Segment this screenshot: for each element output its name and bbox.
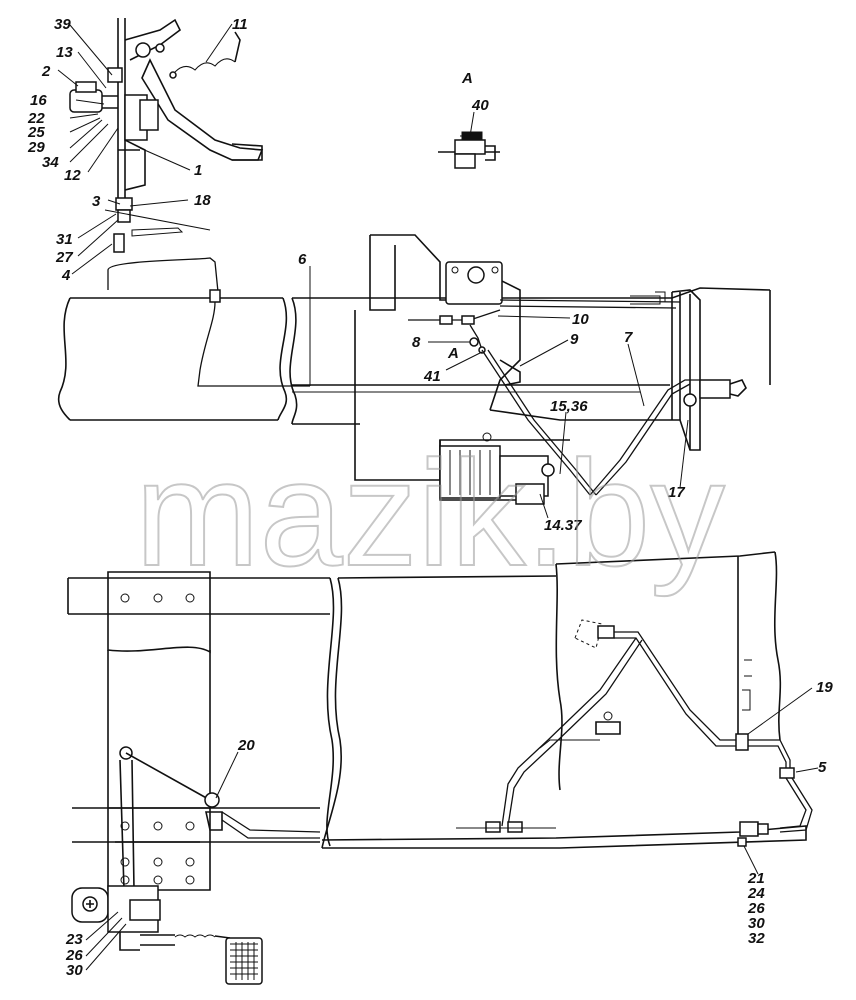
callout-29: 29 [27,139,45,156]
callout-8: 8 [412,334,421,351]
callout-34: 34 [42,154,59,171]
callout-11: 11 [232,16,248,33]
callout-13: 13 [56,44,73,61]
upper-clutch-pedal-assembly [69,18,310,387]
callout-30-right: 30 [748,915,765,932]
callout-3: 3 [92,193,101,210]
upper-pipelines [408,299,700,496]
leader-lines [57,23,819,971]
watermark: mazik.by [135,429,725,597]
callout-2: 2 [41,63,51,80]
callout-12: 12 [64,167,81,184]
callout-39: 39 [54,16,71,33]
callout-19: 19 [816,679,833,696]
lower-pipelines [456,619,813,847]
callout-22: 22 [27,110,45,127]
view-a-label: A [461,70,473,87]
callout-9: 9 [570,331,579,348]
gearbox-and-clutch-housing [354,234,747,505]
callout-16: 16 [30,92,47,109]
callout-25: 25 [27,124,45,141]
callout-15-36: 15,36 [550,398,588,415]
callout-4: 4 [61,267,71,284]
callout-6: 6 [298,251,307,268]
callout-26-left: 26 [65,947,83,964]
callout-31: 31 [56,231,73,248]
lower-pedal-linkage [71,746,321,985]
callout-41: 41 [423,368,441,385]
callout-32: 32 [748,930,765,947]
callout-24: 24 [747,885,765,902]
callout-23: 23 [65,931,83,948]
view-a-inset [438,131,500,169]
callout-a-marker: A [447,345,459,362]
callout-7: 7 [624,329,633,346]
callout-40: 40 [471,97,489,114]
callout-18: 18 [194,192,211,209]
cross-member-bracket [107,571,211,891]
callout-30-left: 30 [66,962,83,979]
callout-26-right: 26 [747,900,765,917]
callout-21: 21 [747,870,765,887]
callout-10: 10 [572,311,589,328]
callout-14-37: 14.37 [544,517,582,534]
callout-17: 17 [668,484,685,501]
callout-5: 5 [818,759,827,776]
callout-27: 27 [55,249,73,266]
callout-labels: 39 13 2 16 22 25 29 34 12 11 1 3 18 31 2… [27,16,833,979]
callout-1: 1 [194,162,202,179]
callout-20: 20 [237,737,255,754]
